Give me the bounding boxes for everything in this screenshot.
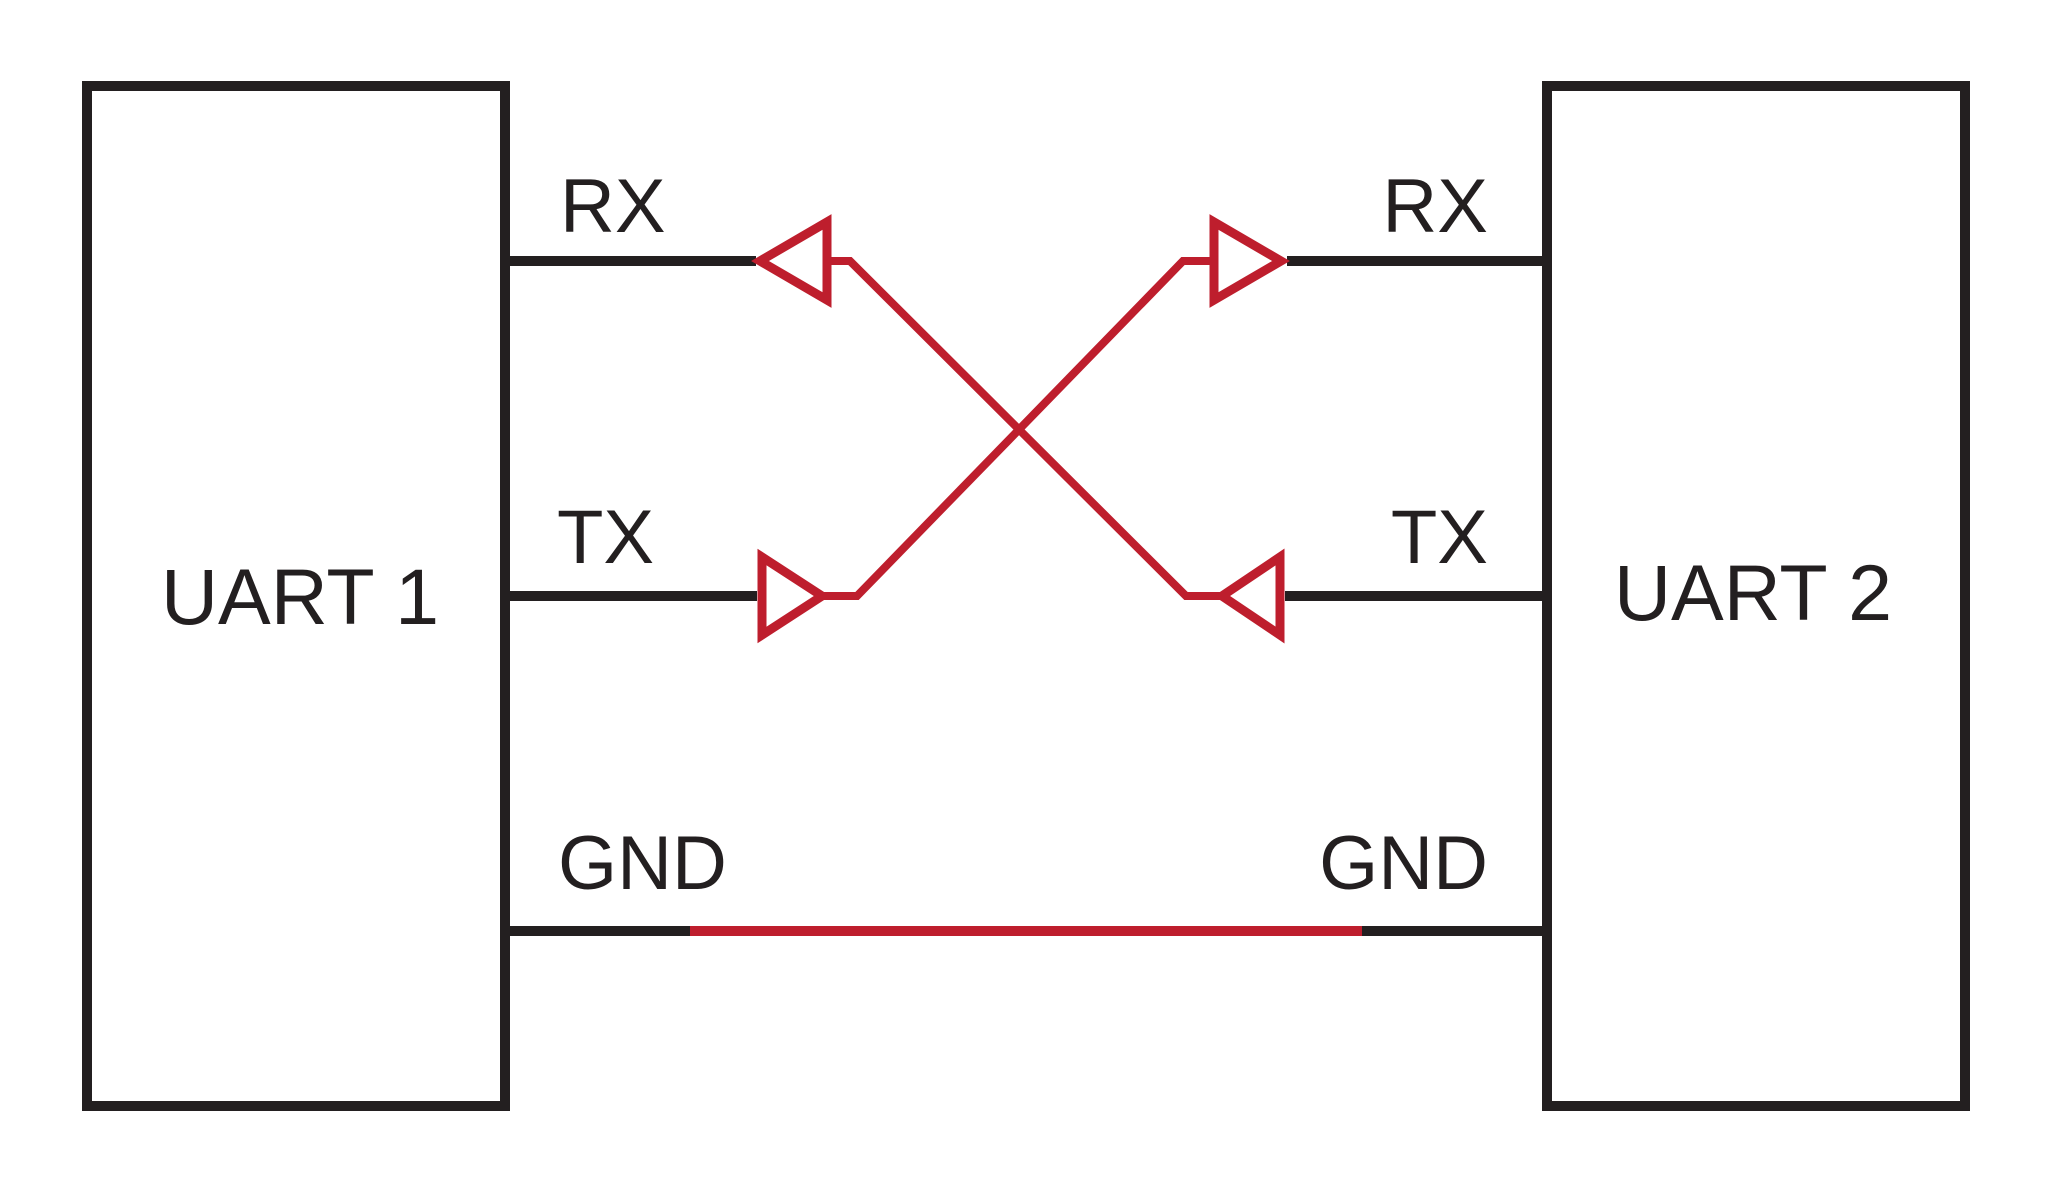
uart1-block: UART 1 (82, 81, 510, 1111)
uart2-label: UART 2 (1614, 548, 1892, 637)
uart1-label: UART 1 (161, 552, 439, 641)
uart1-gnd-label: GND (558, 821, 727, 906)
uart2-box (1542, 81, 1970, 1111)
uart1-tx-to-uart2-rx-wire (822, 257, 1214, 600)
uart2-block: UART 2 (1542, 81, 1970, 1111)
uart2-tx-label: TX (1391, 495, 1488, 580)
uart2-rx-label: RX (1382, 164, 1488, 249)
uart2-tx-buffer-icon (1213, 548, 1285, 644)
uart1-rx-label: RX (560, 164, 666, 249)
uart1-tx-label: TX (557, 495, 654, 580)
uart1-tx-buffer-icon (757, 548, 831, 644)
uart2-gnd-label: GND (1319, 821, 1488, 906)
uart1-box (82, 81, 510, 1111)
